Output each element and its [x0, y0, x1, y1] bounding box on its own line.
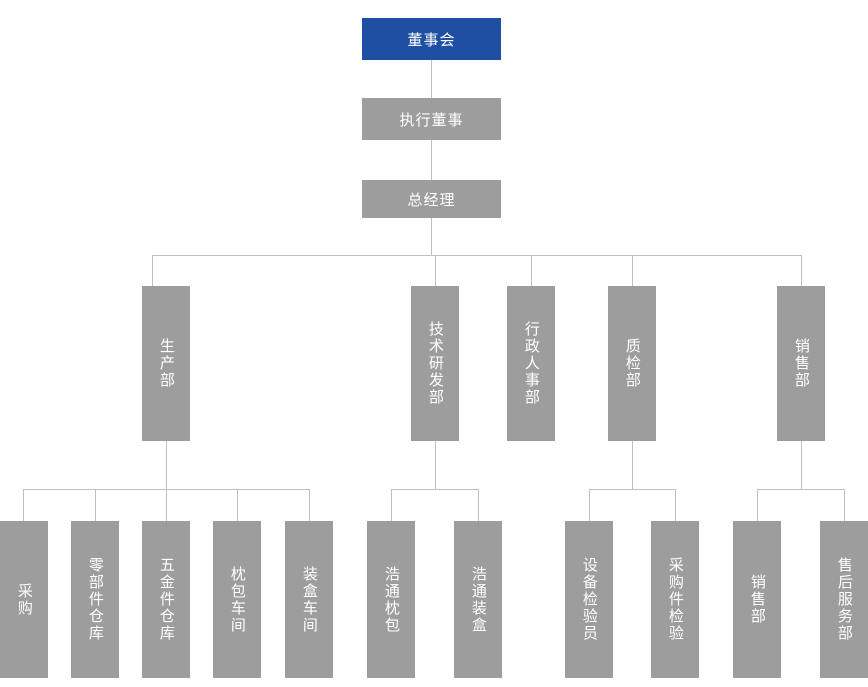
node-label: 执行董事 [399, 110, 464, 129]
node-label: 销售部 [792, 338, 811, 389]
node-label: 浩通枕包 [382, 565, 401, 634]
connector-drop-purchased-parts-inspection [675, 489, 676, 521]
node-unit-after-sales-service[interactable]: 售后服务部 [820, 521, 868, 678]
node-unit-equipment-inspector[interactable]: 设备检验员 [565, 521, 613, 678]
node-label: 五金件仓库 [157, 557, 176, 642]
connector-rnd-bus [391, 489, 479, 490]
connector-gm-stem [431, 218, 432, 255]
connector-drop-admin-hr [531, 255, 532, 286]
connector-drop-equipment-inspector [589, 489, 590, 521]
node-department-sales[interactable]: 销售部 [777, 286, 825, 441]
node-label: 装盒车间 [300, 565, 319, 634]
connector-drop-rnd [435, 255, 436, 286]
node-label: 质检部 [623, 338, 642, 389]
node-label: 行政人事部 [522, 321, 541, 406]
connector-drop-parts-warehouse [95, 489, 96, 521]
node-label: 董事会 [407, 30, 456, 49]
node-label: 枕包车间 [228, 565, 247, 634]
node-label: 技术研发部 [426, 321, 445, 406]
node-unit-boxing-workshop[interactable]: 装盒车间 [285, 521, 333, 678]
connector-drop-sales-dept [757, 489, 758, 521]
node-department-quality-control[interactable]: 质检部 [608, 286, 656, 441]
node-unit-hardware-warehouse[interactable]: 五金件仓库 [142, 521, 190, 678]
node-label: 采购 [15, 582, 34, 617]
node-department-admin-hr[interactable]: 行政人事部 [507, 286, 555, 441]
node-unit-haotong-pillow[interactable]: 浩通枕包 [367, 521, 415, 678]
connector-sales-stem [801, 441, 802, 489]
node-unit-purchased-parts-inspection[interactable]: 采购件检验 [651, 521, 699, 678]
connector-drop-production [152, 255, 153, 286]
node-label: 销售部 [748, 574, 767, 625]
connector-qc-bus [589, 489, 676, 490]
connector-rnd-stem [435, 441, 436, 489]
node-label: 浩通装盒 [469, 565, 488, 634]
connector-qc-stem [632, 441, 633, 489]
connector-drop-pillow-workshop [237, 489, 238, 521]
connector-production-stem [166, 441, 167, 489]
node-unit-pillow-workshop[interactable]: 枕包车间 [213, 521, 261, 678]
node-label: 总经理 [407, 190, 456, 209]
node-general-manager[interactable]: 总经理 [362, 180, 501, 218]
node-board-of-directors[interactable]: 董事会 [362, 18, 501, 60]
connector-board-to-executive [431, 60, 432, 98]
node-label: 生产部 [157, 338, 176, 389]
connector-drop-boxing-workshop [309, 489, 310, 521]
node-label: 设备检验员 [580, 557, 599, 642]
node-label: 采购件检验 [666, 557, 685, 642]
node-label: 售后服务部 [835, 557, 854, 642]
node-unit-haotong-boxing[interactable]: 浩通装盒 [454, 521, 502, 678]
node-department-production[interactable]: 生产部 [142, 286, 190, 441]
node-executive-director[interactable]: 执行董事 [362, 98, 501, 140]
connector-executive-to-gm [431, 140, 432, 180]
connector-drop-qc [632, 255, 633, 286]
node-unit-parts-warehouse[interactable]: 零部件仓库 [71, 521, 119, 678]
connector-drop-hardware-warehouse [166, 489, 167, 521]
node-label: 零部件仓库 [86, 557, 105, 642]
connector-drop-sales [801, 255, 802, 286]
connector-sales-bus [757, 489, 844, 490]
connector-department-bus [152, 255, 802, 256]
connector-drop-haotong-boxing [478, 489, 479, 521]
connector-drop-haotong-pillow [391, 489, 392, 521]
connector-drop-purchasing [23, 489, 24, 521]
node-unit-sales-department[interactable]: 销售部 [733, 521, 781, 678]
connector-drop-after-sales [844, 489, 845, 521]
node-unit-purchasing[interactable]: 采购 [0, 521, 48, 678]
node-department-rnd[interactable]: 技术研发部 [411, 286, 459, 441]
